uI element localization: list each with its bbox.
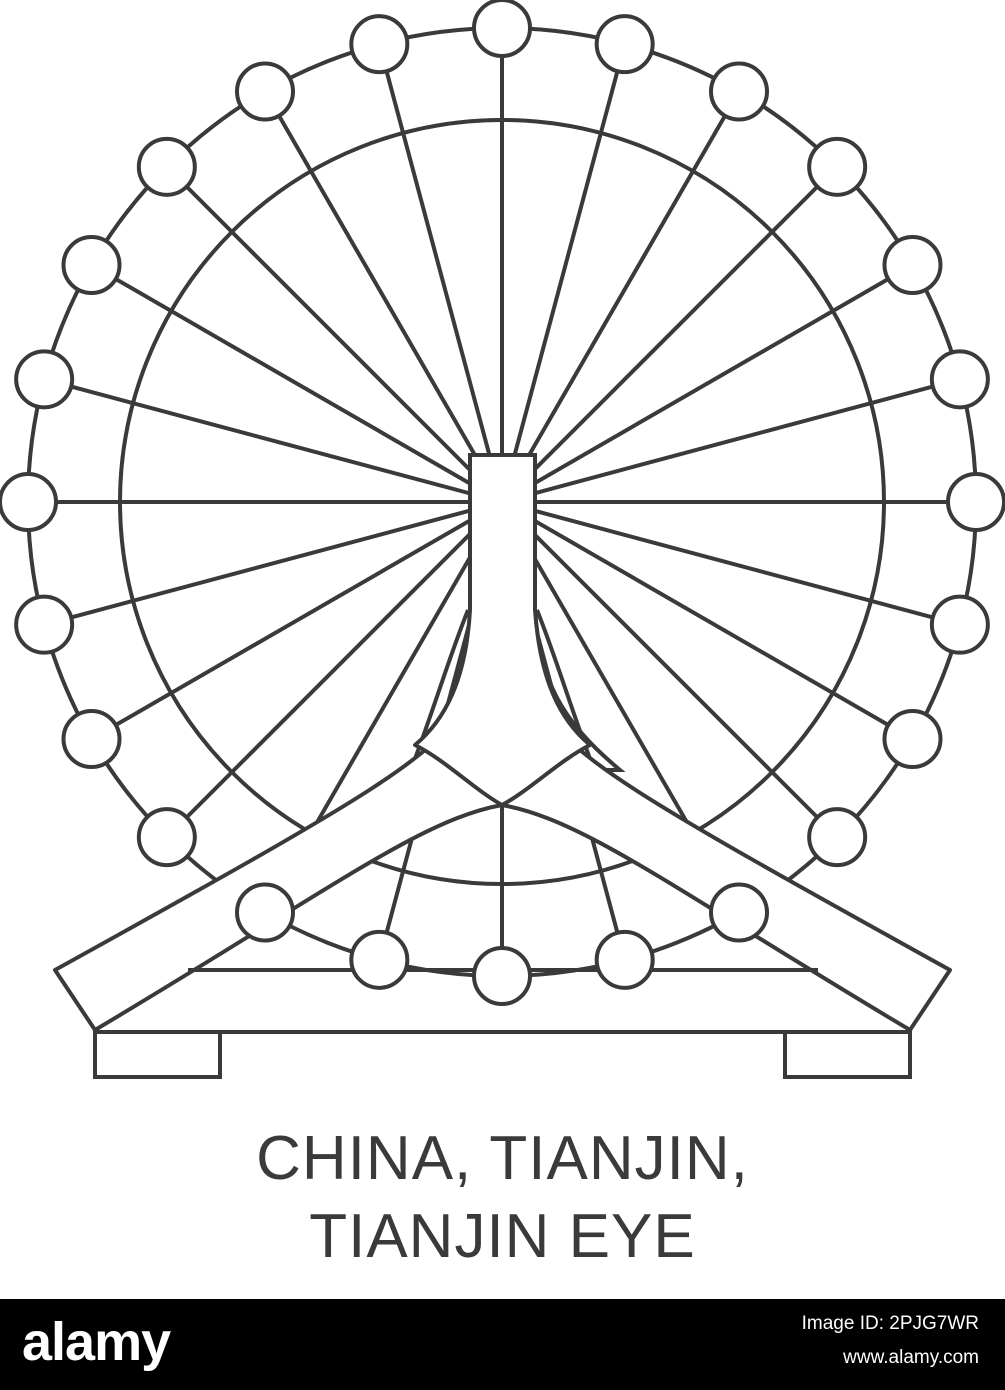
spoke (277, 114, 504, 504)
gondola-cabin (807, 807, 868, 868)
base-foot-right (783, 1030, 912, 1079)
gondola-cabin (882, 235, 943, 295)
hub-top (413, 453, 592, 807)
spoke (70, 384, 503, 504)
spoke (500, 70, 620, 503)
gondola-cabin (709, 61, 769, 122)
spoke (500, 114, 727, 504)
support-structure (53, 453, 952, 1079)
watermark-footer: alamy Image ID: 2PJG7WR www.alamy.com (0, 1299, 1005, 1390)
spoke (500, 185, 819, 504)
gondola-cabin (61, 709, 122, 769)
gondola-cabin (61, 235, 122, 295)
caption-line-2: TIANJIN EYE (309, 1202, 696, 1271)
base-foot-left (93, 1030, 222, 1079)
gondola-cabin (349, 929, 410, 990)
gondola-cabin (594, 929, 655, 990)
front-cabins (0, 0, 1005, 1006)
spoke (500, 277, 890, 504)
spoke (501, 500, 934, 620)
spoke (70, 500, 503, 620)
spoke (185, 500, 504, 819)
spoke (185, 185, 504, 504)
caption-line-1: CHINA, TIANJIN, (256, 1124, 749, 1193)
a-frame-leg-right (500, 698, 952, 1032)
ferris-wheel-illustration (0, 0, 1005, 1079)
gondola-cabin (946, 472, 1005, 532)
spoke (500, 500, 819, 819)
spoke (500, 500, 890, 727)
spoke (114, 277, 504, 504)
spoke (384, 70, 504, 503)
gondola-cabin (472, 0, 532, 58)
brand-logo: alamy (22, 1312, 171, 1372)
rear-cabins (136, 807, 868, 868)
gondola-cabin (136, 136, 197, 197)
gondola-cabin (594, 14, 655, 75)
gondola-cabin (14, 594, 75, 655)
gondola-cabin (882, 709, 943, 769)
gondola-cabin (14, 349, 75, 410)
gondola-cabin (136, 807, 197, 868)
gondola-cabin (929, 349, 990, 410)
gondola-cabin (0, 472, 58, 532)
spoke (501, 384, 934, 504)
site-url: www.alamy.com (843, 1347, 979, 1368)
gondola-cabin (235, 61, 295, 122)
gondola-cabin (709, 882, 769, 943)
gondola-cabin (472, 946, 532, 1006)
a-frame-leg-left (53, 698, 504, 1032)
gondola-cabin (929, 594, 990, 655)
image-id-label: Image ID: 2PJG7WR (801, 1313, 979, 1334)
gondola-cabin (235, 882, 295, 943)
caption: CHINA, TIANJIN, TIANJIN EYE (0, 1120, 1005, 1276)
spoke (114, 500, 504, 727)
gondola-cabin (349, 14, 410, 75)
gondola-cabin (807, 136, 868, 197)
